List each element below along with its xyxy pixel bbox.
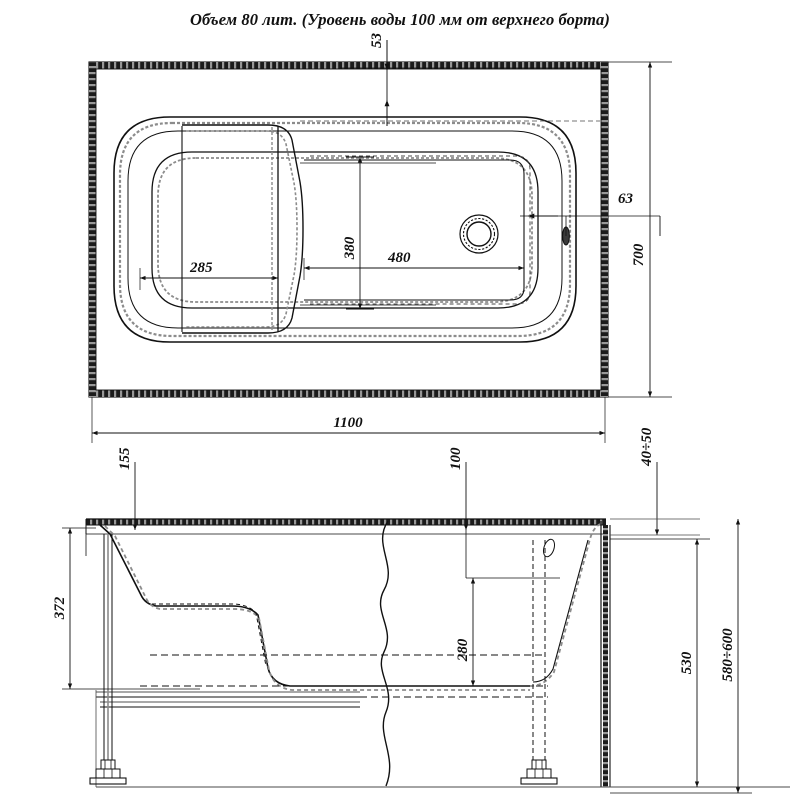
elevation-right-wall — [529, 521, 611, 787]
dimension-label-285: 285 — [189, 260, 213, 276]
dimension-285: 285 — [139, 260, 279, 290]
dimension-label-372: 372 — [52, 596, 68, 620]
top-view: 53 63 700 285 — [88, 33, 672, 443]
dimension-label-40-50: 40÷50 — [639, 427, 655, 467]
dimension-label-155: 155 — [117, 447, 133, 470]
basin-bottom-outline — [304, 155, 531, 305]
dimension-label-1100: 1100 — [333, 415, 363, 431]
elevation-seat-profile — [99, 524, 530, 691]
dimension-100: 100 — [448, 447, 560, 579]
front-elevation-view: 155 100 40÷50 372 — [52, 427, 790, 794]
dimension-label-480: 480 — [387, 250, 411, 266]
drain-hole-icon — [459, 214, 499, 254]
dimension-label-100: 100 — [448, 447, 464, 470]
dimension-530: 530 — [610, 538, 710, 787]
dimension-label-63: 63 — [618, 191, 634, 207]
elevation-support-frame — [100, 696, 360, 708]
dimension-1100: 1100 — [91, 397, 606, 443]
dimension-label-700: 700 — [631, 243, 647, 266]
elevation-leg-left — [89, 534, 127, 785]
dimension-label-380: 380 — [342, 236, 358, 260]
elevation-break-line — [379, 520, 391, 787]
top-view-outer-frame — [88, 61, 609, 398]
dimension-40-50: 40÷50 — [610, 427, 700, 536]
dimension-155: 155 — [117, 447, 138, 530]
dimension-580-600: 580÷600 — [610, 519, 752, 794]
tub-rim-contour — [113, 116, 577, 343]
dimension-480: 480 — [303, 250, 525, 280]
dimension-380: 380 — [300, 156, 436, 310]
dimension-63: 63 — [520, 191, 661, 236]
elevation-rim — [85, 518, 606, 535]
dimension-280: 280 — [455, 578, 476, 686]
dimension-372: 372 — [52, 527, 200, 690]
tub-basin-contour — [151, 151, 539, 309]
page-title: Объем 80 лит. (Уровень воды 100 мм от ве… — [189, 10, 610, 29]
dimension-53: 53 — [300, 33, 600, 126]
dimension-label-53: 53 — [369, 33, 385, 49]
elevation-leg-right — [520, 540, 558, 785]
dimension-label-280: 280 — [455, 638, 471, 662]
dimension-700: 700 — [608, 61, 672, 398]
tub-seat-top — [181, 124, 304, 334]
dimension-label-530: 530 — [679, 651, 695, 674]
dimension-label-580-600: 580÷600 — [720, 628, 736, 682]
